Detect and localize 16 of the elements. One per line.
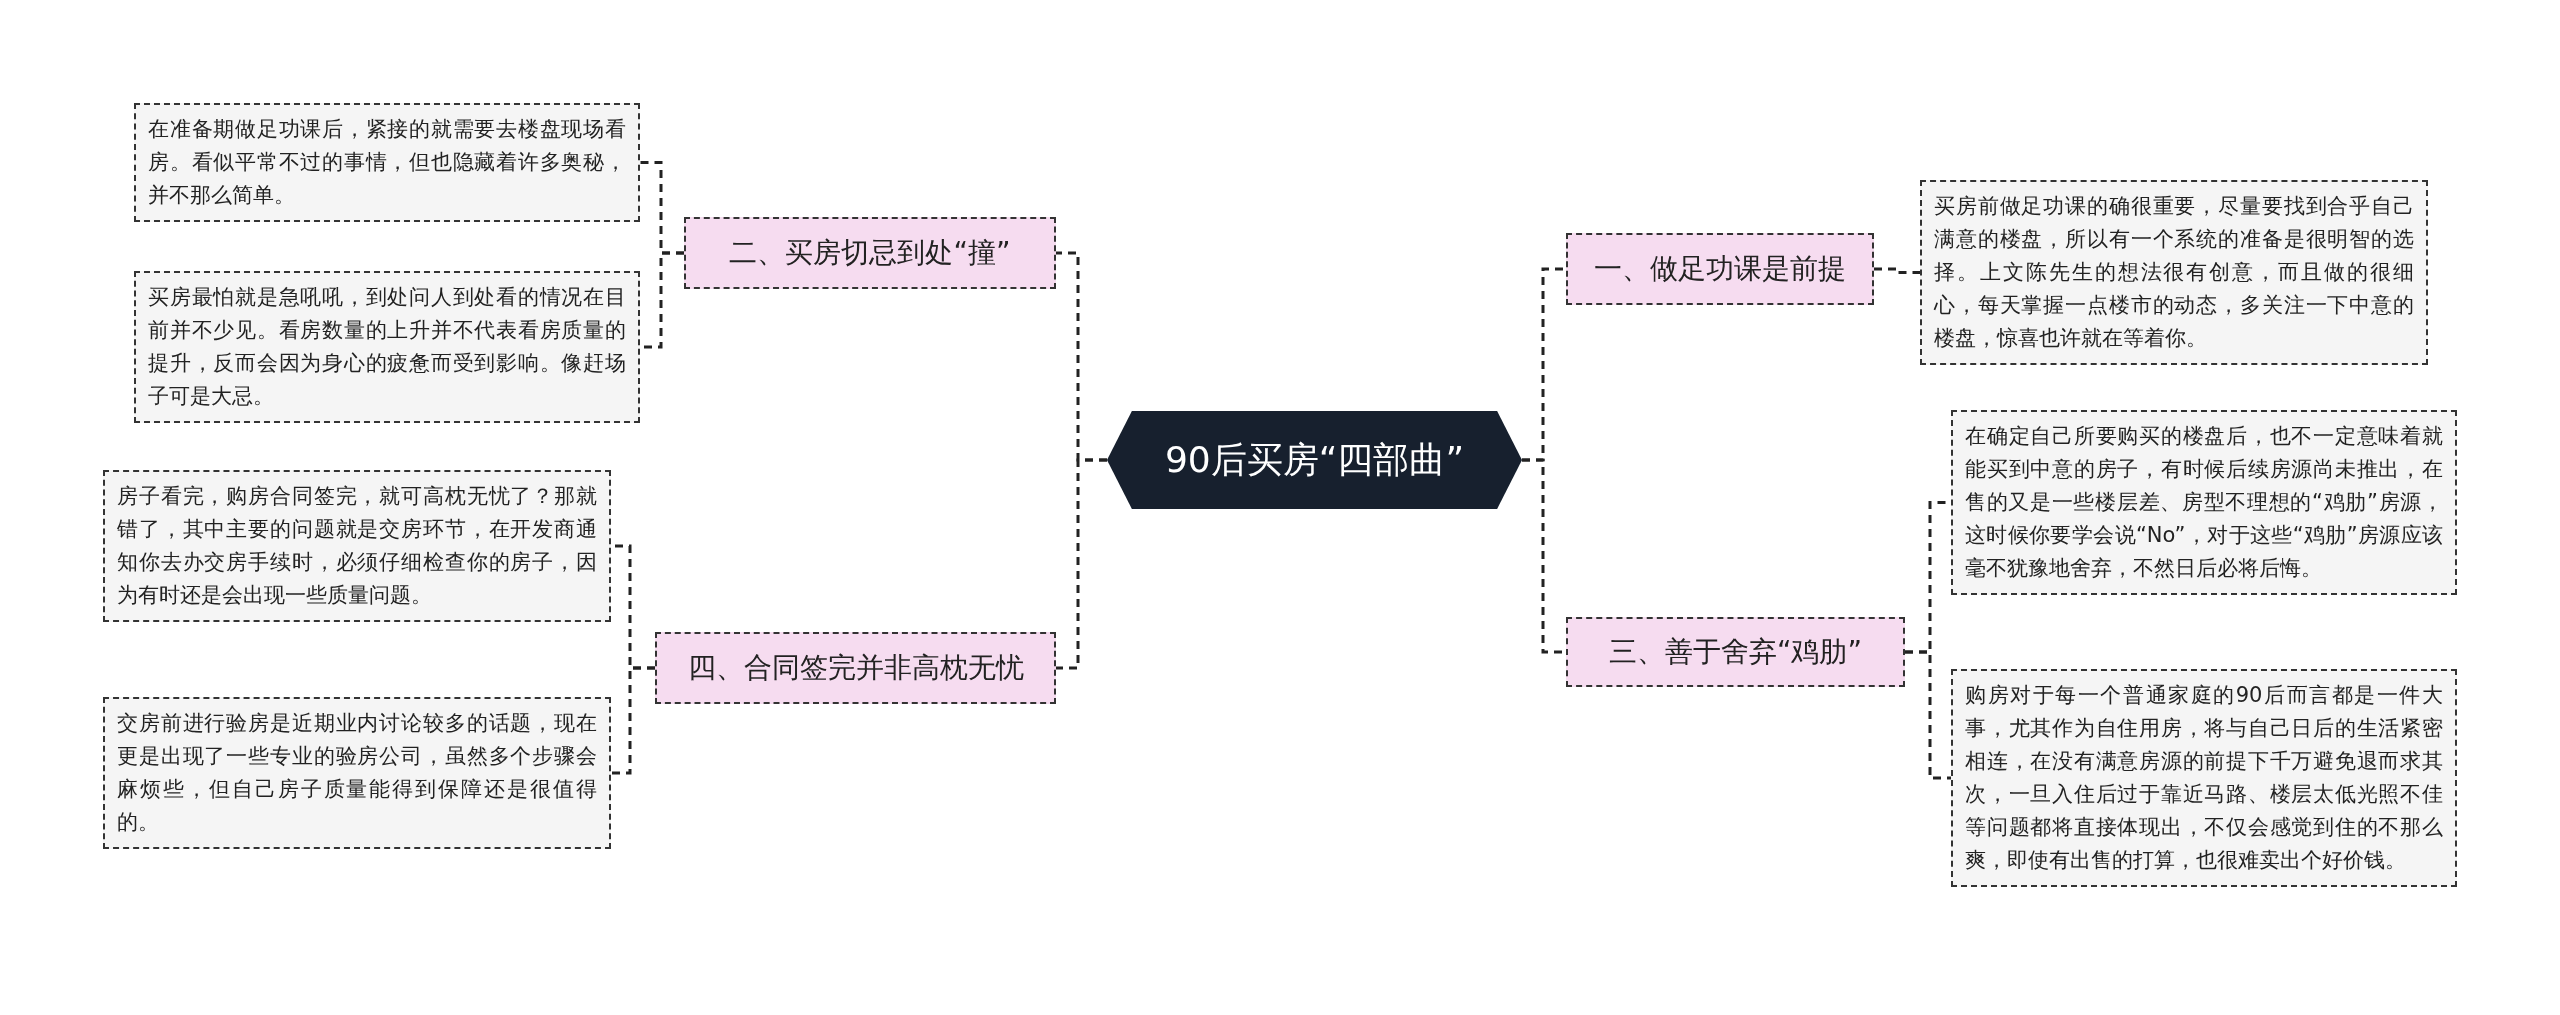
connector-line: [1056, 458, 1107, 670]
note-box: 房子看完，购房合同签完，就可高枕无忧了？那就错了，其中主要的问题就是交房环节，在开发商通知你去办交房手续时，必须仔细检查你的房子，因为有时还是会出现一些质量问题。: [103, 470, 611, 622]
central-topic: 90后买房“四部曲”: [1107, 411, 1522, 509]
note-box: 购房对于每一个普通家庭的90后而言都是一件大事，尤其作为自住用房，将与自己日后的生活紧密相连，在没有满意房源的前提下千万避免退而求其次，一旦入住后过于靠近马路、楼层太低光照不佳等问题都将直接体现出，不仅会感觉到住的不那么爽，即使有出售的打算，也很难卖出个好价钱。: [1951, 669, 2457, 887]
note-box: 买房前做足功课的确很重要，尽量要找到合乎自己满意的楼盘，所以有一个系统的准备是很明智的选择。上文陈先生的想法很有创意，而且做的很细心，每天掌握一点楼市的动态，多关注一下中意的楼盘，惊喜也许就在等着你。: [1920, 180, 2428, 365]
topic-box: 四、合同签完并非高枕无忧: [655, 632, 1056, 704]
connector-line: [1905, 650, 1951, 780]
connector-line: [611, 666, 655, 775]
topic-box: 一、做足功课是前提: [1566, 233, 1874, 305]
topic-box: 三、善于舍弃“鸡肋”: [1566, 617, 1905, 687]
note-box: 交房前进行验房是近期业内讨论较多的话题，现在更是出现了一些专业的验房公司，虽然多个步骤会麻烦些，但自己房子质量能得到保障还是很值得的。: [103, 697, 611, 849]
note-box: 买房最怕就是急吼吼，到处问人到处看的情况在目前并不少见。看房数量的上升并不代表看房质量的提升，反而会因为身心的疲惫而受到影响。像赶场子可是大忌。: [134, 271, 640, 423]
note-box: 在准备期做足功课后，紧接的就需要去楼盘现场看房。看似平常不过的事情，但也隐藏着许多奥秘，并不那么简单。: [134, 103, 640, 222]
connector-line: [1874, 267, 1920, 274]
topic-box: 二、买房切忌到处“撞”: [684, 217, 1056, 289]
note-box: 在确定自己所要购买的楼盘后，也不一定意味着就能买到中意的房子，有时候后续房源尚未推出，在售的又是一些楼层差、房型不理想的“鸡肋”房源，这时候你要学会说“No”，对于这些“鸡肋”房源应该毫不犹豫地舍弃，不然日后必将后悔。: [1951, 410, 2457, 595]
